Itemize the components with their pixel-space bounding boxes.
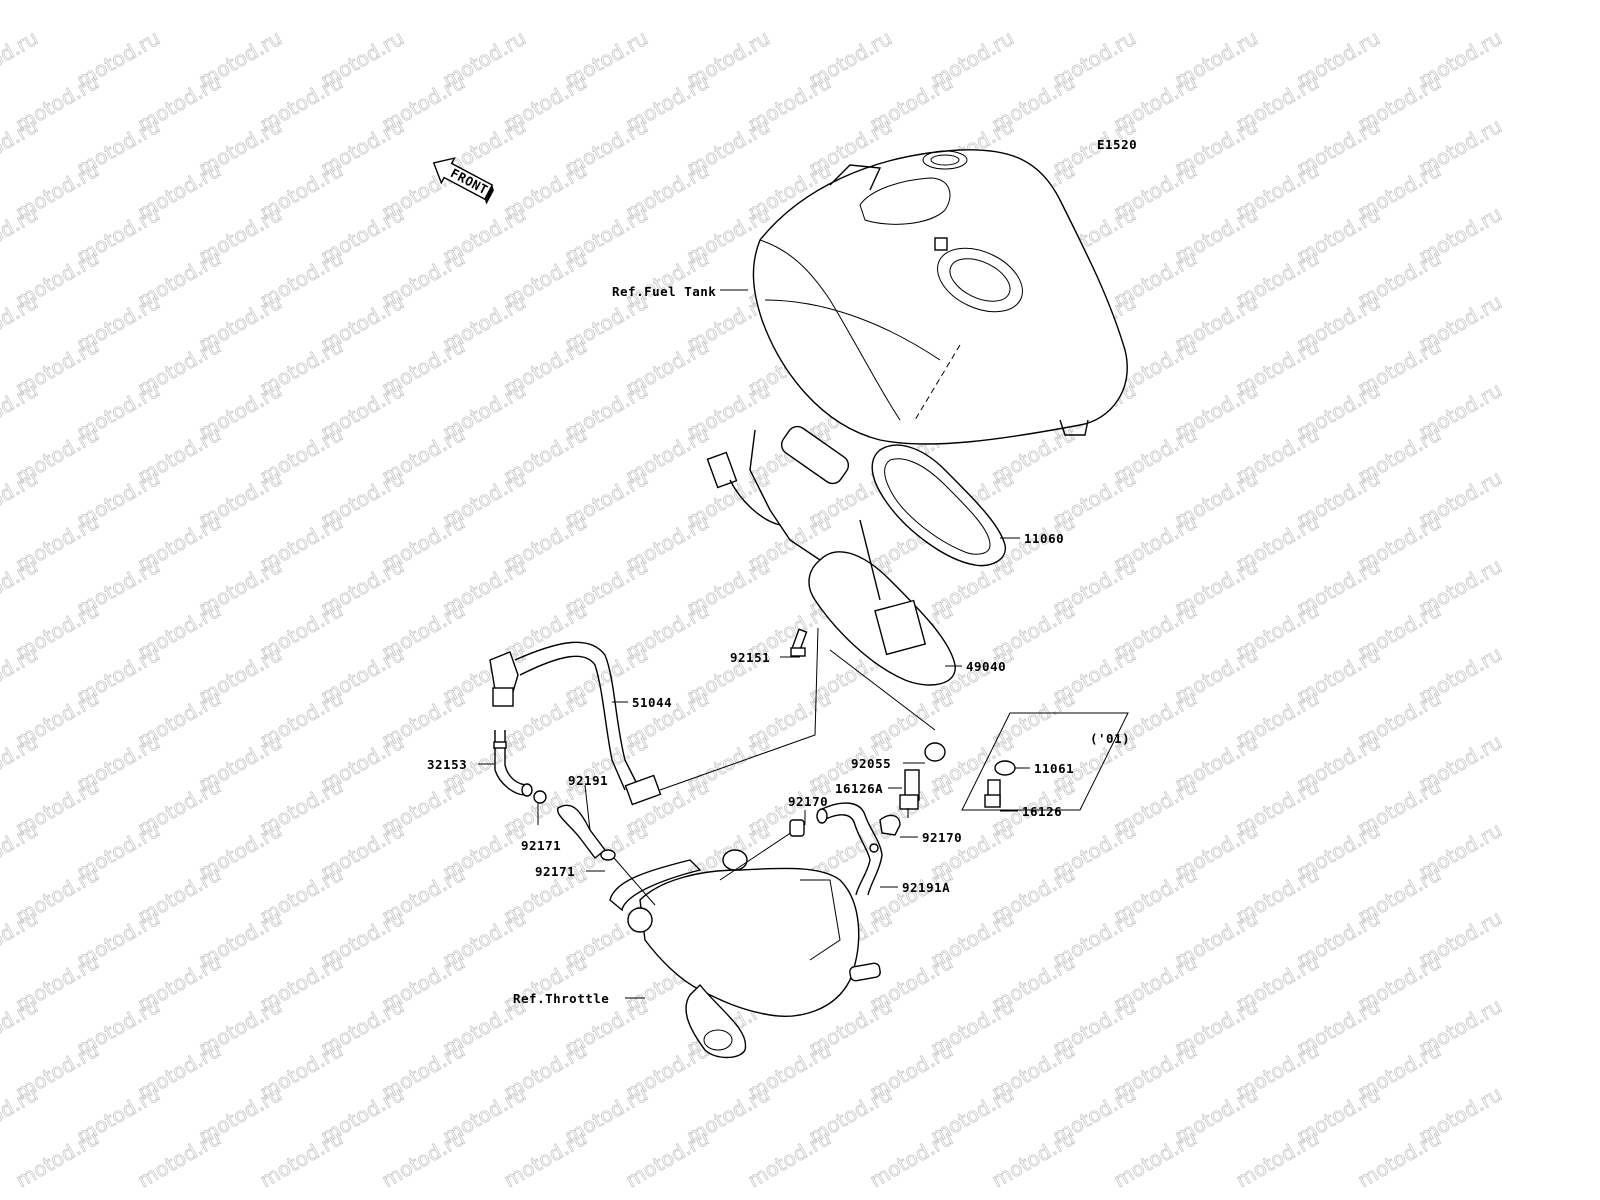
diagram-code: E1520 [1097,137,1137,152]
hose-51044 [489,641,662,806]
o-ring-92055 [924,742,946,762]
hose-92191 [556,804,616,861]
callout-92171: 92171 [521,838,561,853]
front-arrow-icon: FRONT [432,157,494,205]
front-label: FRONT [448,165,490,197]
callout-92055: 92055 [851,756,891,771]
variant-label: ('01) [1090,731,1130,746]
callout-ref-throttle: Ref.Throttle [513,991,609,1006]
sender-16126A [899,769,920,818]
fuel-tank [752,149,1128,445]
callout-92170: 92170 [922,830,962,845]
callout-11061: 11061 [1034,761,1074,776]
callout-92191A: 92191A [902,880,950,895]
callout-92171: 92171 [535,864,575,879]
callout-49040: 49040 [966,659,1006,674]
callout-51044: 51044 [632,695,672,710]
clip-92170 [789,819,805,837]
gasket-11060 [871,444,1006,567]
variant-box [961,712,1129,811]
callout-92151: 92151 [730,650,770,665]
bolt-92151 [790,628,808,657]
hose-92191A [816,802,883,896]
callout-32153: 32153 [427,757,467,772]
pipe-32153 [493,730,547,804]
throttle-body [609,829,881,1059]
clip-92170 [879,814,901,836]
callout-ref-fuel-tank: Ref.Fuel Tank [612,284,716,299]
callout-92191: 92191 [568,773,608,788]
callout-92170: 92170 [788,794,828,809]
fuel-pump-49040 [659,425,956,791]
callout-16126A: 16126A [835,781,883,796]
callout-16126: 16126 [1022,804,1062,819]
leader-lines [478,289,1030,999]
callout-11060: 11060 [1024,531,1064,546]
